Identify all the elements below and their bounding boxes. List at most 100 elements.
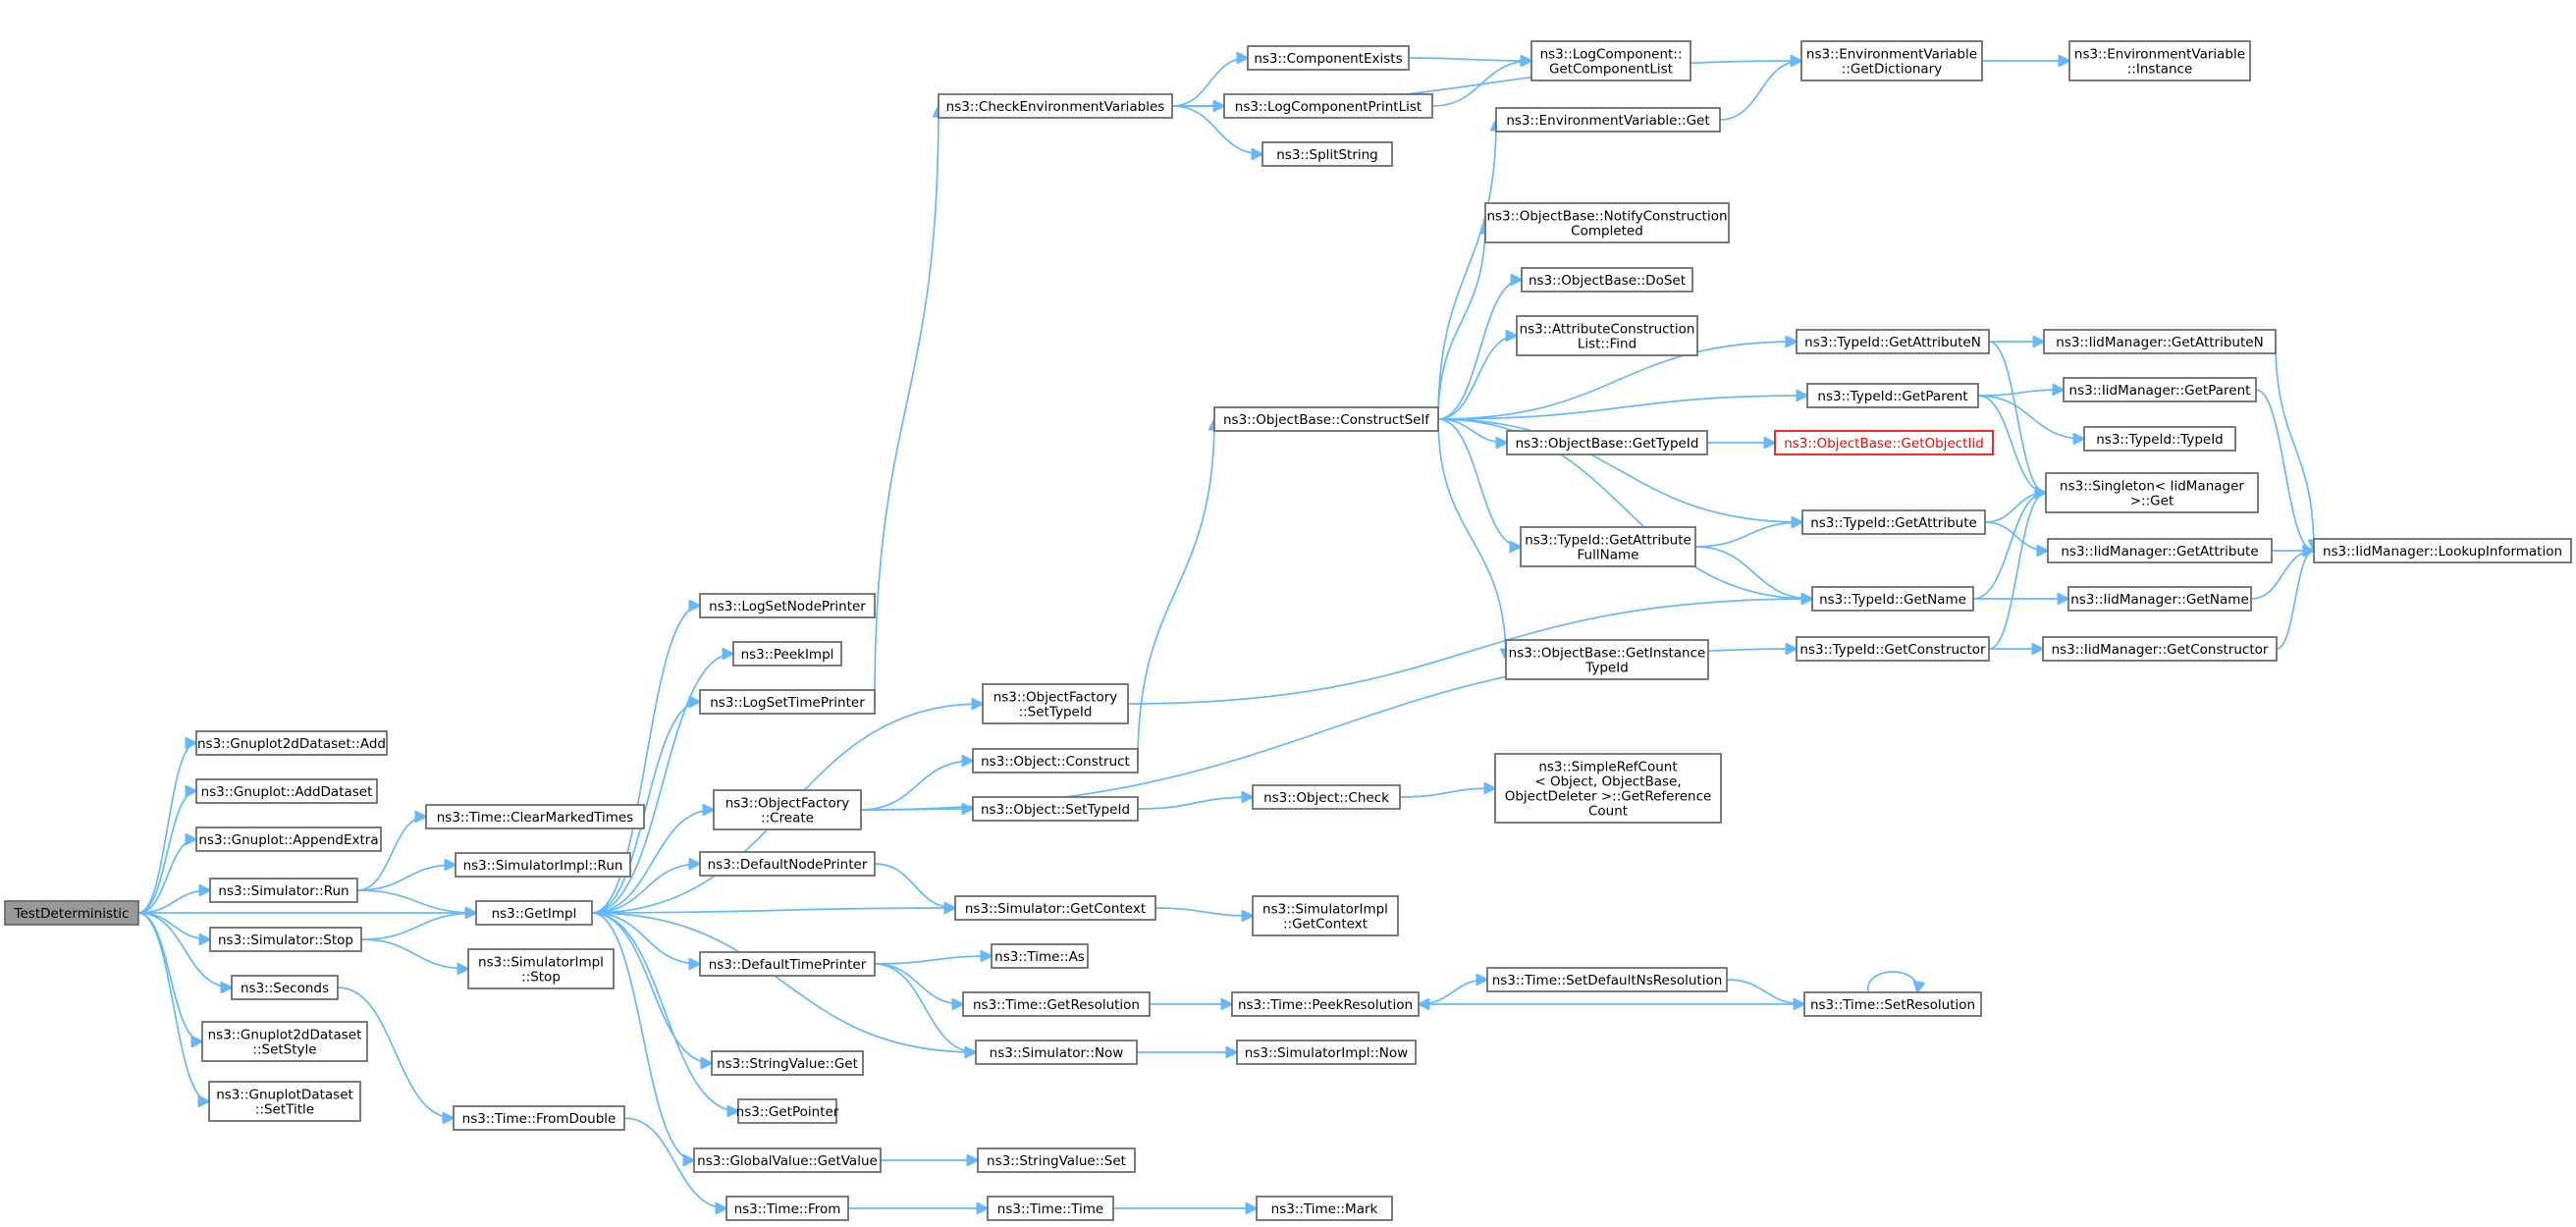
node-box[interactable] [954,895,1156,921]
node-objbase_getobjectiid[interactable]: ns3::ObjectBase::GetObjectIid [1774,430,1994,455]
node-box[interactable] [1796,636,1990,662]
node-objfactory_create[interactable]: ns3::ObjectFactory::Create [713,789,862,830]
node-box[interactable] [699,593,876,618]
node-time_from[interactable]: ns3::Time::From [725,1196,849,1221]
node-typeid_getattribute[interactable]: ns3::TypeId::GetAttribute [1801,509,1986,535]
node-g2d_add[interactable]: ns3::Gnuplot2dDataset::Add [195,730,388,756]
node-sim_now[interactable]: ns3::Simulator::Now [975,1040,1138,1065]
node-box[interactable] [201,1021,368,1062]
node-box[interactable] [455,852,631,878]
node-box[interactable] [1213,406,1439,432]
node-stringvalue_set[interactable]: ns3::StringValue::Set [977,1147,1136,1173]
node-box[interactable] [1530,40,1691,81]
node-box[interactable] [977,1147,1136,1173]
node-typeid_typeid[interactable]: ns3::TypeId::TypeId [2083,426,2236,452]
node-box[interactable] [195,827,382,852]
node-box[interactable] [1800,40,1983,81]
node-iid_lookupinformation[interactable]: ns3::IidManager::LookupInformation [2313,538,2572,563]
node-sim_run[interactable]: ns3::Simulator::Run [209,878,358,903]
node-box[interactable] [1247,45,1410,71]
node-testdet[interactable]: TestDeterministic [4,900,139,926]
node-singleton_get[interactable]: ns3::Singleton< IidManager>::Get [2045,472,2259,513]
node-objbase_notifyconstruction[interactable]: ns3::ObjectBase::NotifyConstructionCompl… [1484,202,1730,243]
node-box[interactable] [975,1040,1138,1065]
node-box[interactable] [693,1147,882,1173]
node-box[interactable] [1495,107,1721,133]
node-objbase_doset[interactable]: ns3::ObjectBase::DoSet [1521,267,1693,293]
node-box[interactable] [467,948,615,989]
node-box[interactable] [2043,329,2277,354]
node-box[interactable] [4,900,139,926]
node-objbase_gettypeid[interactable]: ns3::ObjectBase::GetTypeId [1506,430,1708,455]
node-iid_getparent[interactable]: ns3::IidManager::GetParent [2063,377,2257,402]
node-envvar_get[interactable]: ns3::EnvironmentVariable::Get [1495,107,1721,133]
node-box[interactable] [1506,430,1708,455]
node-box[interactable] [2068,40,2251,81]
node-box[interactable] [453,1105,625,1131]
node-gp_adddataset[interactable]: ns3::Gnuplot::AddDataset [195,778,378,804]
node-box[interactable] [972,796,1139,822]
node-logcomponentprintlist[interactable]: ns3::LogComponentPrintList [1223,93,1433,119]
node-logsetnodeprinter[interactable]: ns3::LogSetNodePrinter [699,593,876,618]
node-sim_stop[interactable]: ns3::Simulator::Stop [209,927,362,952]
node-box[interactable] [1252,784,1401,810]
node-time_getresolution[interactable]: ns3::Time::GetResolution [962,991,1151,1017]
node-peekimpl[interactable]: ns3::PeekImpl [732,641,842,667]
node-object_settypeid[interactable]: ns3::Object::SetTypeId [972,796,1139,822]
node-box[interactable] [1801,509,1986,535]
node-time_mark[interactable]: ns3::Time::Mark [1256,1196,1393,1221]
node-typeid_getname[interactable]: ns3::TypeId::GetName [1811,586,1974,612]
node-box[interactable] [1236,1040,1417,1065]
node-box[interactable] [987,1196,1114,1221]
node-seconds[interactable]: ns3::Seconds [231,975,339,1000]
node-box[interactable] [208,1081,361,1122]
node-object_construct[interactable]: ns3::Object::Construct [972,748,1139,774]
node-iid_getattribute[interactable]: ns3::IidManager::GetAttribute [2047,538,2273,563]
node-box[interactable] [2045,472,2259,513]
node-typeid_getparent[interactable]: ns3::TypeId::GetParent [1806,383,1979,408]
node-box[interactable] [2047,538,2273,563]
node-typeid_getattributen[interactable]: ns3::TypeId::GetAttributeN [1796,329,1990,354]
node-time_as[interactable]: ns3::Time::As [991,943,1089,969]
node-iid_getconstructor[interactable]: ns3::IidManager::GetConstructor [2042,636,2278,662]
node-box[interactable] [1520,526,1696,567]
node-checkenvvars[interactable]: ns3::CheckEnvironmentVariables [938,93,1173,119]
node-envvar_instance[interactable]: ns3::EnvironmentVariable::Instance [2068,40,2251,81]
node-simimpl_stop[interactable]: ns3::SimulatorImpl::Stop [467,948,615,989]
node-box[interactable] [1486,967,1728,992]
node-g2d_setstyle[interactable]: ns3::Gnuplot2dDataset::SetStyle [201,1021,368,1062]
node-box[interactable] [982,683,1129,724]
node-defaultnodeprinter[interactable]: ns3::DefaultNodePrinter [699,851,876,877]
node-box[interactable] [2063,377,2257,402]
node-defaulttimeprinter[interactable]: ns3::DefaultTimePrinter [699,951,876,977]
node-box[interactable] [209,927,362,952]
node-box[interactable] [1803,991,1982,1017]
node-splitstring[interactable]: ns3::SplitString [1261,141,1393,167]
node-object_check[interactable]: ns3::Object::Check [1252,784,1401,810]
node-box[interactable] [1516,315,1698,356]
node-time_setdefaultnsres[interactable]: ns3::Time::SetDefaultNsResolution [1486,967,1728,992]
node-box[interactable] [195,778,378,804]
node-iid_getattributen[interactable]: ns3::IidManager::GetAttributeN [2043,329,2277,354]
node-box[interactable] [1484,202,1730,243]
node-simplerefcount[interactable]: ns3::SimpleRefCount< Object, ObjectBase,… [1494,753,1722,824]
node-box[interactable] [732,641,842,667]
node-box[interactable] [1261,141,1393,167]
node-box[interactable] [1811,586,1974,612]
node-gpds_settitle[interactable]: ns3::GnuplotDataset::SetTitle [208,1081,361,1122]
node-objfactory_settypeid[interactable]: ns3::ObjectFactory::SetTypeId [982,683,1129,724]
node-time_time[interactable]: ns3::Time::Time [987,1196,1114,1221]
node-logcomp_getcomplist[interactable]: ns3::LogComponent::GetComponentList [1530,40,1691,81]
node-stringvalue_get[interactable]: ns3::StringValue::Get [711,1050,864,1076]
node-simimpl_getcontext[interactable]: ns3::SimulatorImpl::GetContext [1252,895,1399,936]
node-time_setresolution[interactable]: ns3::Time::SetResolution [1803,991,1982,1017]
node-box[interactable] [1252,895,1399,936]
node-box[interactable] [962,991,1151,1017]
node-box[interactable] [938,93,1173,119]
node-box[interactable] [711,1050,864,1076]
node-box[interactable] [699,851,876,877]
node-box[interactable] [1774,430,1994,455]
node-box[interactable] [2313,538,2572,563]
